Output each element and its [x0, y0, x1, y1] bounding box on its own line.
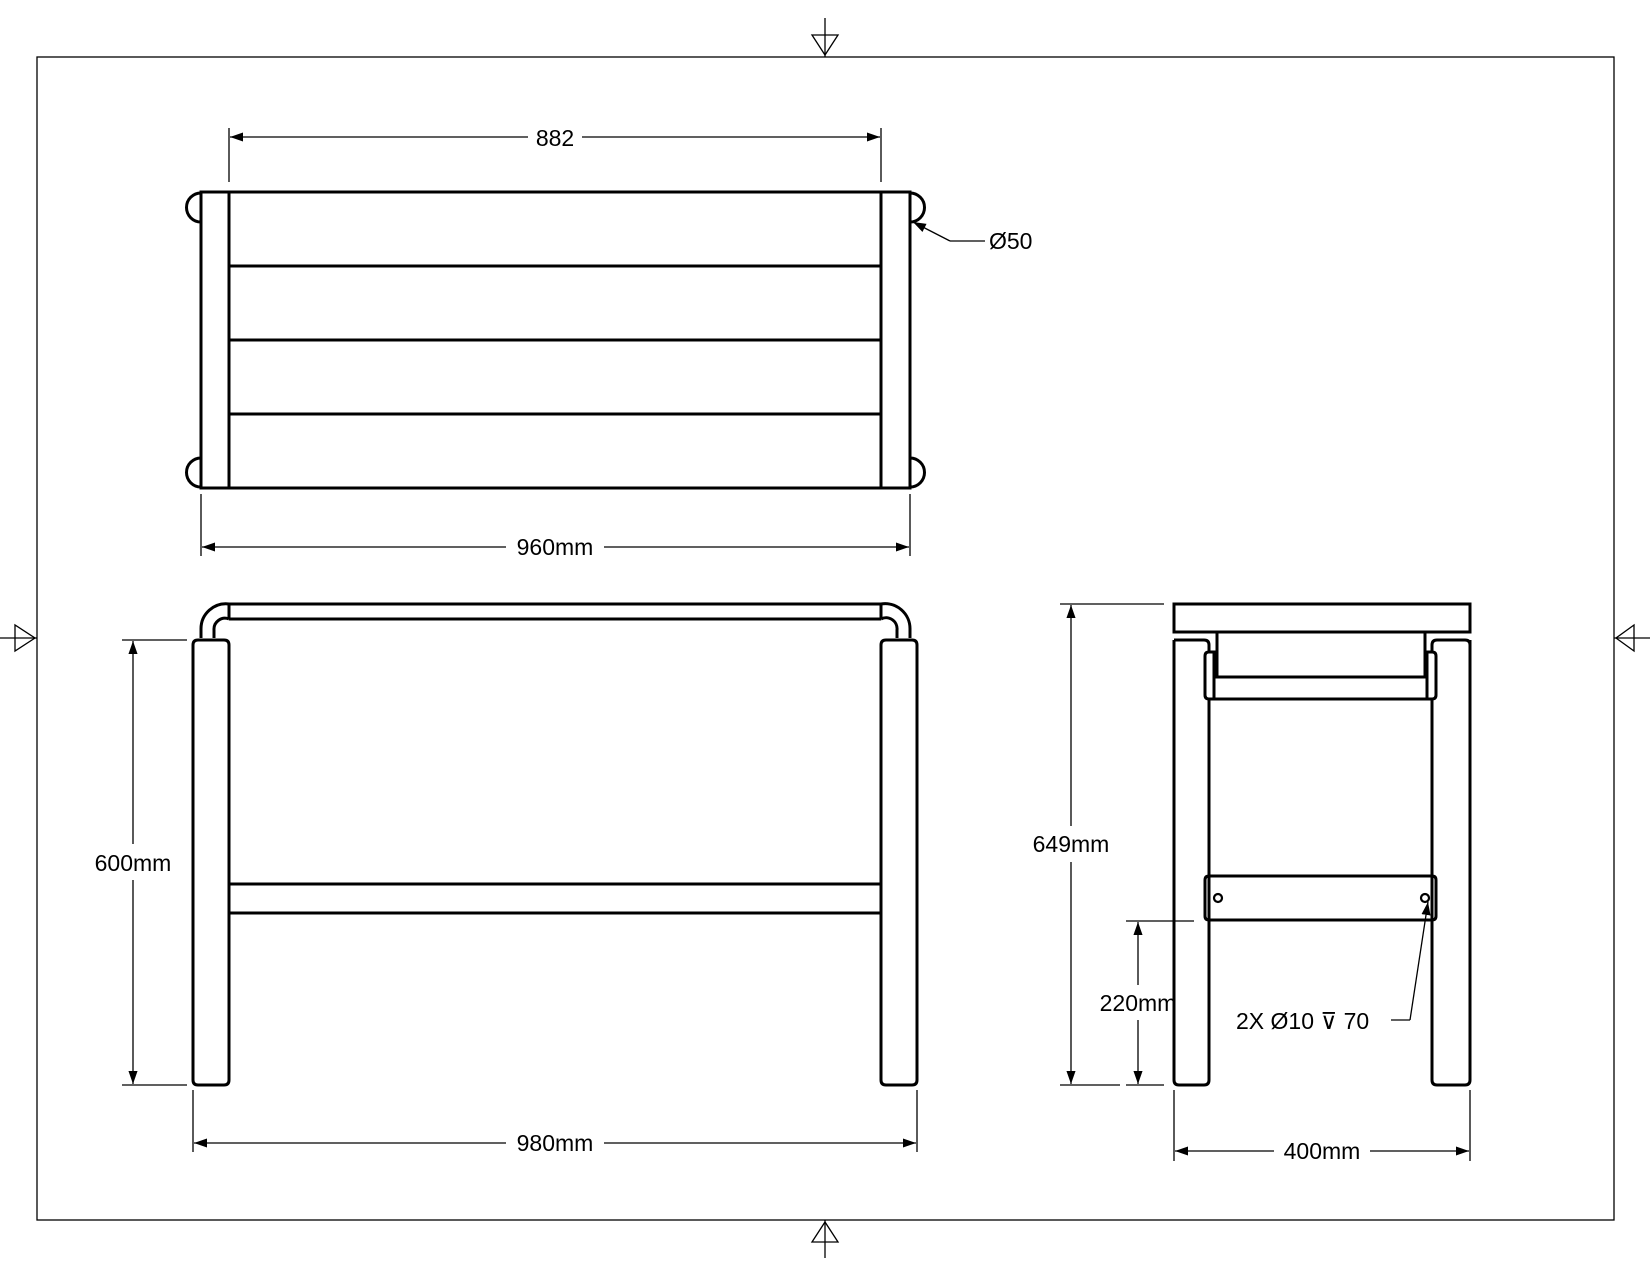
- sheet-border: [36, 56, 1615, 1221]
- dimension-600mm: 600mm: [95, 639, 187, 1086]
- front-view: [191, 602, 919, 1087]
- dimension-980mm: 980mm: [192, 1090, 918, 1156]
- dimension-649mm: 649mm: [1033, 603, 1164, 1086]
- dimension-960mm-label: 960mm: [517, 534, 594, 560]
- diameter-50-label: Ø50: [989, 228, 1032, 254]
- dimension-220mm: 220mm: [1100, 920, 1194, 1086]
- hole-callout: 2X Ø10 ⊽ 70: [1236, 901, 1431, 1034]
- dimension-220mm-label: 220mm: [1100, 990, 1177, 1016]
- bolt-hole-right: [1419, 892, 1431, 904]
- dimension-600mm-label: 600mm: [95, 850, 172, 876]
- bolt-hole-left: [1212, 892, 1224, 904]
- centering-mark-right: [1614, 623, 1650, 653]
- dimension-980mm-label: 980mm: [517, 1130, 594, 1156]
- side-view: [1172, 602, 1472, 1087]
- dimension-649mm-label: 649mm: [1033, 831, 1110, 857]
- dimension-882-label: 882: [536, 125, 574, 151]
- dimension-882: 882: [228, 125, 882, 182]
- top-view: [185, 190, 926, 490]
- dimension-960mm: 960mm: [200, 494, 911, 560]
- hole-callout-label: 2X Ø10 ⊽ 70: [1236, 1008, 1369, 1034]
- centering-mark-top: [810, 18, 840, 57]
- diameter-50-callout: Ø50: [912, 221, 1032, 254]
- centering-mark-bottom: [810, 1220, 840, 1258]
- centering-mark-left: [0, 623, 37, 653]
- dimension-400mm-label: 400mm: [1284, 1138, 1361, 1164]
- dimension-400mm: 400mm: [1173, 1090, 1471, 1164]
